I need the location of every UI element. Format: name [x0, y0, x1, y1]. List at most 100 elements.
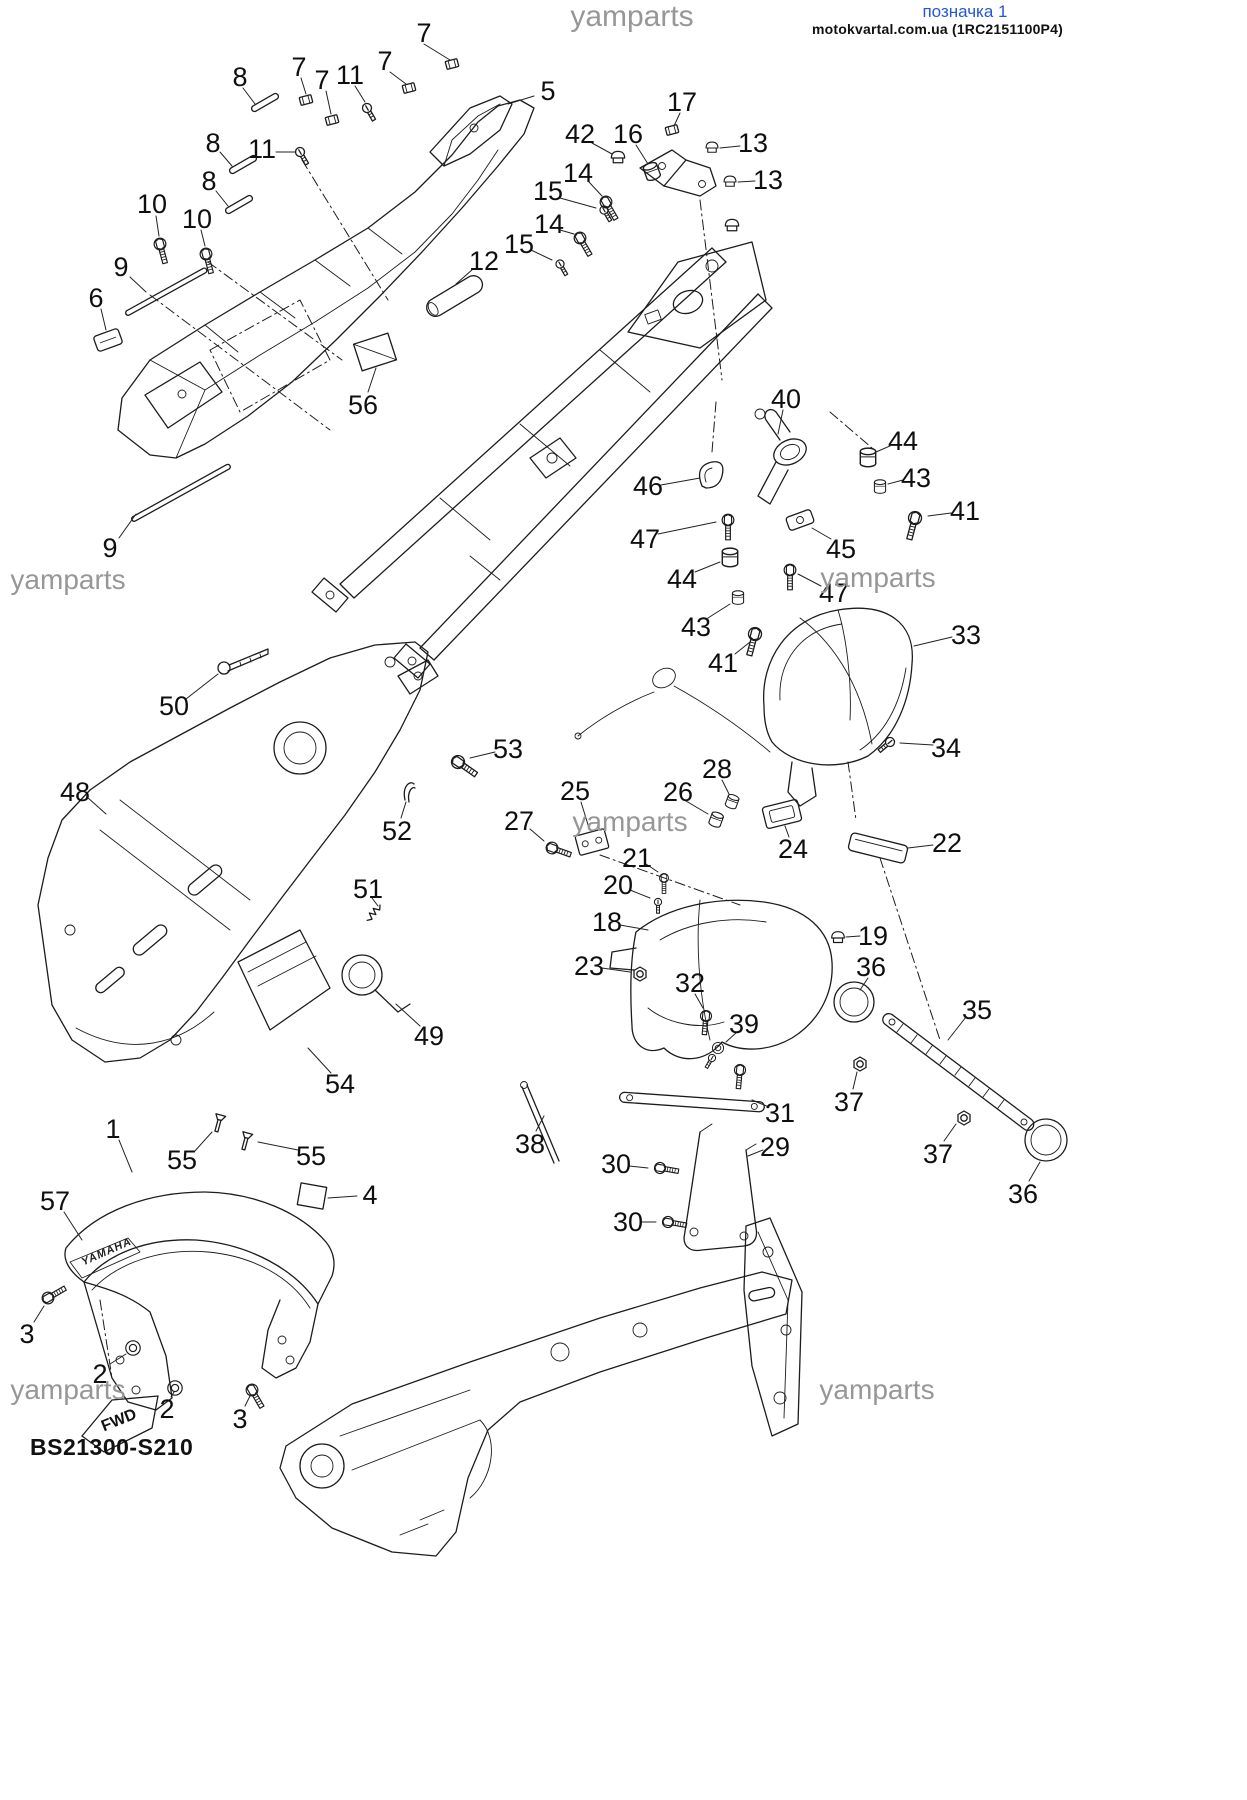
callout-leader: [907, 844, 934, 849]
callout-leader: [628, 1165, 649, 1169]
callout-leader: [887, 479, 904, 485]
callout-number-44: 44: [667, 564, 697, 594]
callout-leader: [1028, 1161, 1041, 1182]
callout-leader: [797, 573, 822, 587]
callout-number-48: 48: [60, 777, 90, 807]
callout-leader: [118, 513, 137, 539]
callout-leader: [619, 924, 649, 931]
callout-number-55: 55: [296, 1141, 326, 1171]
callout-leader: [588, 181, 603, 197]
header-site-text: motokvartal.com.ua (1RC2151100P4): [812, 21, 1063, 37]
frame-rails: [311, 241, 773, 679]
callout-number-36: 36: [1008, 1179, 1038, 1209]
callout-number-3: 3: [19, 1319, 34, 1349]
callout-leader: [747, 1149, 764, 1157]
callout-leader: [580, 801, 590, 829]
callout-leader: [109, 1353, 127, 1365]
callout-number-13: 13: [753, 165, 783, 195]
callout-leader: [185, 673, 219, 700]
callout-leader: [927, 512, 952, 517]
callout-number-38: 38: [515, 1129, 545, 1159]
callout-number-41: 41: [708, 648, 738, 678]
callout-number-21: 21: [622, 843, 652, 873]
callout-leader: [63, 1211, 83, 1241]
callout-number-50: 50: [159, 691, 189, 721]
callout-leader: [307, 1047, 332, 1074]
callout-leader: [33, 1305, 45, 1323]
callout-number-14: 14: [563, 158, 593, 188]
callout-number-7: 7: [377, 46, 392, 76]
callout-number-23: 23: [574, 951, 604, 981]
callout-leader: [660, 477, 701, 486]
callout-number-22: 22: [932, 828, 962, 858]
callout-number-34: 34: [931, 733, 961, 763]
callout-leader: [777, 409, 784, 435]
callout-number-39: 39: [729, 1009, 759, 1039]
callout-leader: [327, 1195, 358, 1199]
part-code: BS21300-S210: [30, 1434, 194, 1460]
callout-leader: [215, 190, 229, 207]
callout-number-7: 7: [314, 65, 329, 95]
callout-number-54: 54: [325, 1069, 355, 1099]
callout-leader: [455, 268, 474, 285]
callout-number-29: 29: [760, 1132, 790, 1162]
callout-leader: [170, 1391, 175, 1398]
callout-leader: [395, 1003, 421, 1027]
callout-leader: [852, 1071, 858, 1090]
callout-leader: [423, 43, 451, 61]
callout-leader: [859, 977, 869, 991]
callout-leader: [118, 1139, 133, 1173]
callout-leader: [507, 95, 535, 105]
callout-leader: [559, 197, 597, 209]
callout-leader: [657, 521, 717, 535]
callout-leader: [354, 85, 366, 103]
callout-leader: [719, 145, 741, 149]
callout-leader: [784, 825, 790, 838]
callout-number-18: 18: [592, 907, 622, 937]
callout-number-47: 47: [819, 578, 849, 608]
callout-leader: [875, 445, 891, 453]
callout-number-31: 31: [765, 1098, 795, 1128]
callout-number-27: 27: [504, 806, 534, 836]
watermark-text: yamparts: [10, 1374, 126, 1405]
callout-number-5: 5: [540, 76, 555, 106]
callout-leader: [400, 801, 407, 819]
stay-and-damper-assembly: [698, 401, 924, 658]
header-link[interactable]: позначка 1: [922, 2, 1008, 21]
callout-leader: [244, 1395, 251, 1407]
callout-number-15: 15: [533, 176, 563, 206]
callout-number-2: 2: [159, 1394, 174, 1424]
callout-number-8: 8: [205, 128, 220, 158]
callout-number-32: 32: [675, 968, 705, 998]
callout-number-11: 11: [248, 134, 276, 164]
callout-leader: [559, 229, 575, 235]
callout-number-36: 36: [856, 952, 886, 982]
callout-leader: [193, 1131, 213, 1153]
callout-number-10: 10: [182, 204, 212, 234]
callout-number-24: 24: [778, 834, 808, 864]
callout-number-42: 42: [565, 119, 595, 149]
callout-leader: [913, 636, 953, 647]
callout-number-35: 35: [962, 995, 992, 1025]
callout-leader: [725, 1031, 738, 1043]
callout-number-14: 14: [534, 209, 564, 239]
callout-number-40: 40: [771, 384, 801, 414]
license-stay-assembly: [520, 792, 1068, 1252]
callout-leader: [129, 276, 147, 293]
callout-leader: [694, 993, 704, 1009]
callout-leader: [694, 561, 721, 573]
callout-leader: [155, 215, 160, 237]
callout-leader: [300, 77, 307, 95]
seat-bracket-assembly: [553, 123, 740, 381]
callout-leader: [751, 1099, 770, 1108]
callout-leader: [535, 1115, 545, 1132]
callout-number-47: 47: [630, 524, 660, 554]
callout-number-11: 11: [336, 60, 364, 90]
callout-leader: [943, 1123, 957, 1142]
callout-number-51: 51: [353, 874, 383, 904]
watermark-text: yamparts: [819, 1374, 935, 1405]
callout-leader: [811, 527, 832, 540]
callout-number-8: 8: [201, 166, 216, 196]
callout-number-7: 7: [416, 18, 431, 48]
